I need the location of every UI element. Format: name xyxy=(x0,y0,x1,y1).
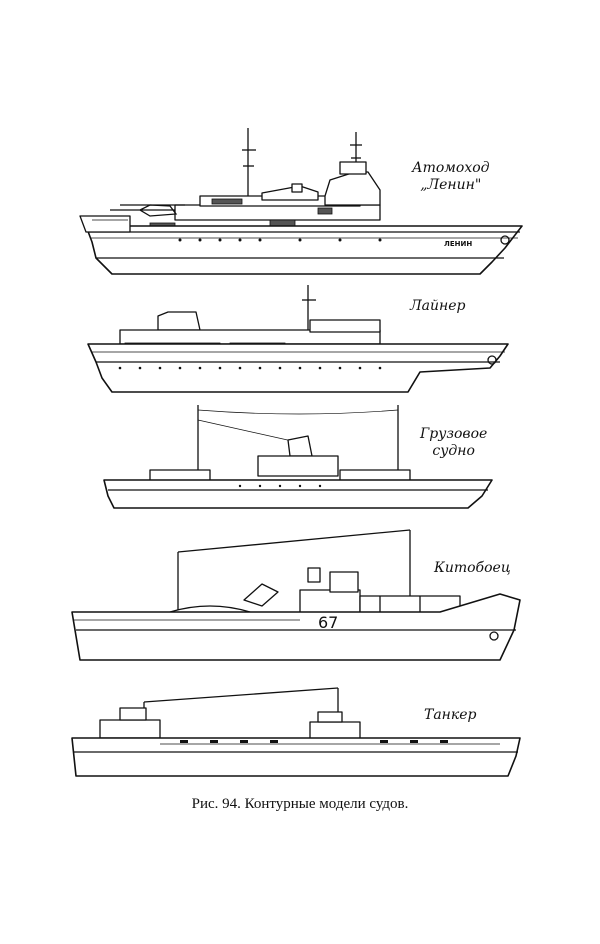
label-liner: Лайнер xyxy=(410,298,466,315)
label-cargo-line1: Грузовое xyxy=(420,426,488,442)
label-tanker-line1: Танкер xyxy=(424,707,477,723)
cargo-ship-drawing xyxy=(103,405,493,509)
hull-number-67: 67 xyxy=(318,613,338,632)
label-tanker: Танкер xyxy=(424,707,477,724)
icebreaker-lenin-drawing: ЛЕНИН xyxy=(79,128,523,275)
label-whaler: Китобоец xyxy=(434,560,511,577)
liner-drawing xyxy=(87,285,509,393)
whaler-drawing: 67 xyxy=(71,529,521,661)
label-cargo-line2: судно xyxy=(432,443,475,459)
label-liner-line1: Лайнер xyxy=(410,298,466,314)
figure-caption: Рис. 94. Контурные модели судов. xyxy=(191,796,409,812)
label-icebreaker: Атомоход „Ленин" xyxy=(412,160,490,194)
hull-marking-lenin: ЛЕНИН xyxy=(444,240,472,248)
portholes xyxy=(238,484,322,488)
tanker-drawing xyxy=(71,687,521,777)
portholes xyxy=(178,238,382,242)
label-whaler-line1: Китобоец xyxy=(434,560,511,576)
label-cargo-ship: Грузовое судно xyxy=(420,426,487,460)
label-icebreaker-line1: Атомоход xyxy=(412,160,490,176)
portholes xyxy=(118,366,382,370)
tank-hatches xyxy=(180,740,448,743)
label-icebreaker-line2: „Ленин" xyxy=(420,177,482,193)
